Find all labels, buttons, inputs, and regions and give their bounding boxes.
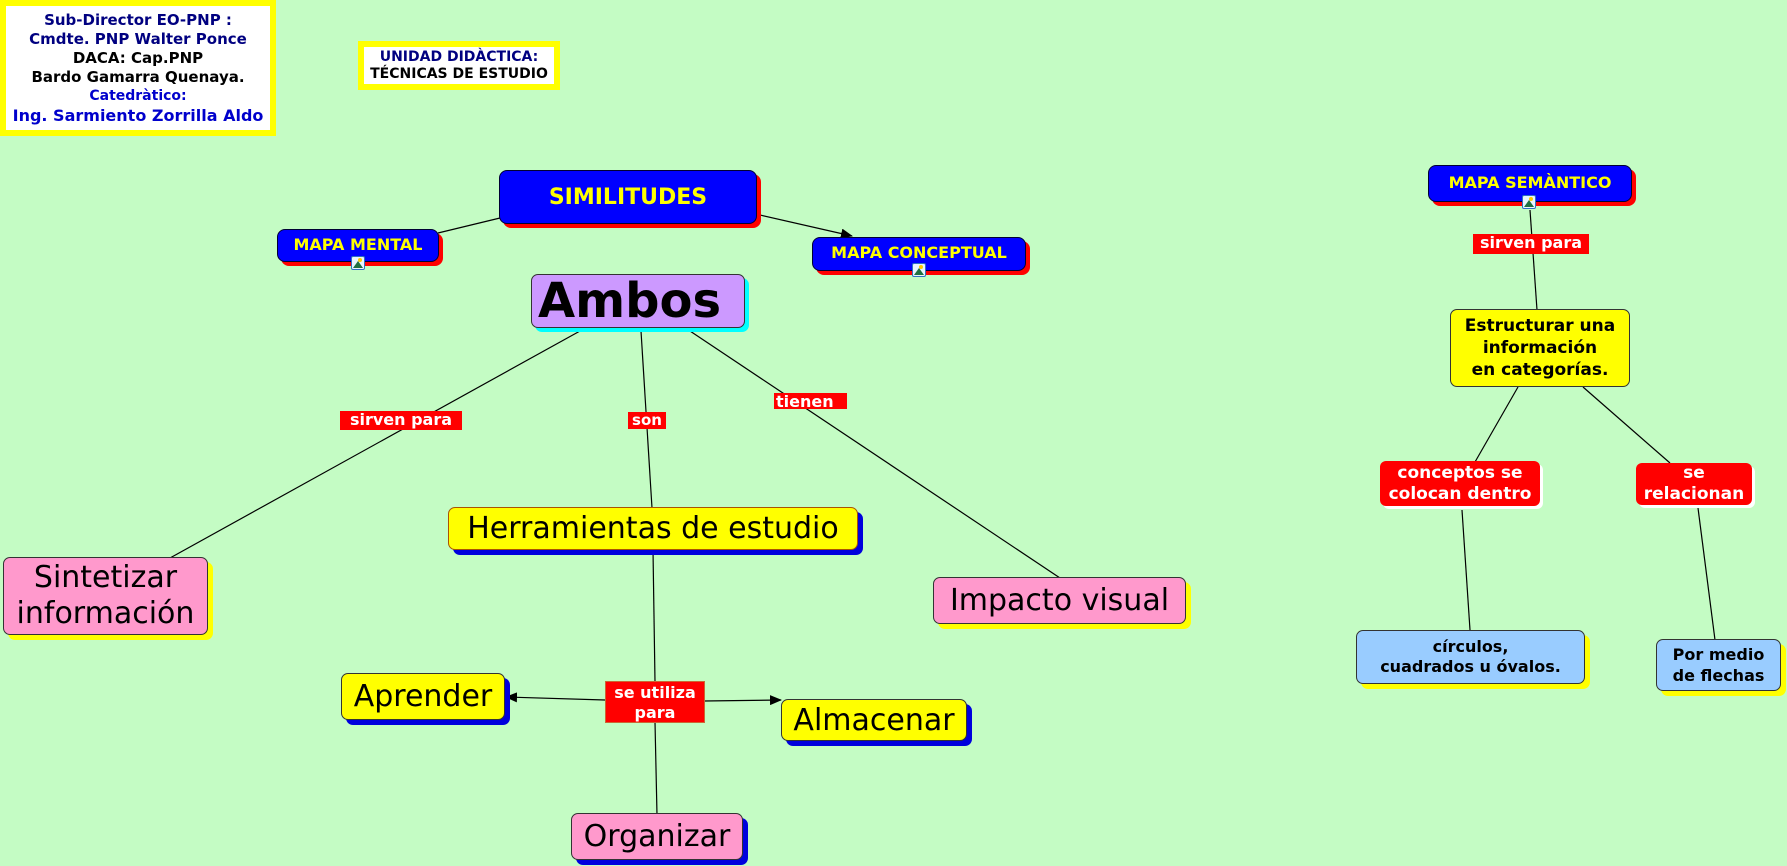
node-almacenar-label: Almacenar <box>793 702 955 738</box>
node-organizar-label: Organizar <box>583 819 731 854</box>
node-organizar[interactable]: Organizar <box>571 813 743 860</box>
node-estructurar[interactable]: Estructurar una información en categoría… <box>1450 309 1630 387</box>
node-aprender[interactable]: Aprender <box>341 673 505 720</box>
node-mapa-conceptual-label: MAPA CONCEPTUAL <box>831 243 1007 262</box>
node-estructurar-line3: en categorías. <box>1471 360 1609 380</box>
node-mapa-mental[interactable]: MAPA MENTAL <box>277 229 439 262</box>
node-similitudes[interactable]: SIMILITUDES <box>499 170 757 224</box>
node-mapa-semantico-label: MAPA SEMÀNTICO <box>1448 173 1612 192</box>
node-estructurar-line2: información <box>1482 338 1598 358</box>
image-resource-icon[interactable] <box>351 256 365 270</box>
node-impacto-label: Impacto visual <box>949 583 1170 618</box>
link-tienen-label: tienen <box>776 392 834 411</box>
link-se-utiliza-line1: se utiliza <box>614 683 696 702</box>
link-sirven-para-label: sirven para <box>349 410 453 429</box>
credits-line-daca: DACA: Cap.PNP <box>72 49 204 67</box>
credits-line-catedratico-name: Ing. Sarmiento Zorrilla Aldo <box>12 106 264 125</box>
node-aprender-label: Aprender <box>353 679 493 714</box>
node-flechas-line1: Por medio <box>1672 645 1765 664</box>
image-resource-icon[interactable] <box>912 263 926 277</box>
link-se-relacionan-line2: relacionan <box>1643 484 1745 504</box>
node-herramientas-de-estudio[interactable]: Herramientas de estudio <box>448 507 858 550</box>
link-conceptos-line1: conceptos se <box>1397 462 1523 483</box>
link-son: son <box>628 412 666 429</box>
node-por-medio-de-flechas[interactable]: Por medio de flechas <box>1656 639 1781 691</box>
credits-line-bardo: Bardo Gamarra Quenaya. <box>31 68 245 86</box>
link-conceptos-line2: colocan dentro <box>1388 483 1532 504</box>
unit-box: UNIDAD DIDÀCTICA: TÉCNICAS DE ESTUDIO <box>358 41 560 90</box>
node-impacto-visual[interactable]: Impacto visual <box>933 577 1186 624</box>
node-similitudes-label: SIMILITUDES <box>548 184 708 210</box>
unit-label: UNIDAD DIDÀCTICA: <box>379 48 539 65</box>
node-flechas-line2: de flechas <box>1672 666 1765 685</box>
node-circulos[interactable]: círculos, cuadrados u óvalos. <box>1356 630 1585 684</box>
credits-line-cmdte: Cmdte. PNP Walter Ponce <box>29 30 247 48</box>
node-mapa-semantico[interactable]: MAPA SEMÀNTICO <box>1428 165 1632 202</box>
node-circulos-line1: círculos, <box>1432 637 1509 656</box>
image-resource-icon[interactable] <box>1522 195 1536 209</box>
link-se-utiliza-para: se utiliza para <box>605 681 705 723</box>
unit-title: TÉCNICAS DE ESTUDIO <box>370 65 548 82</box>
link-tienen: tienen <box>774 392 847 411</box>
link-sirven-para-semantico-label: sirven para <box>1479 233 1583 252</box>
node-circulos-line2: cuadrados u óvalos. <box>1380 657 1561 676</box>
credits-line-catedratico-label: Catedràtico: <box>89 88 187 104</box>
link-sirven-para: sirven para <box>340 411 462 430</box>
node-herramientas-label: Herramientas de estudio <box>467 511 839 546</box>
credits-line-subdirector: Sub-Director EO-PNP : <box>44 11 232 29</box>
link-son-label: son <box>632 411 662 429</box>
node-estructurar-line1: Estructurar una <box>1464 316 1616 336</box>
node-sintetizar-line1: Sintetizar <box>33 560 178 595</box>
node-sintetizar-line2: información <box>16 596 195 631</box>
link-conceptos-se-colocan-dentro: conceptos se colocan dentro <box>1380 461 1540 506</box>
node-almacenar[interactable]: Almacenar <box>781 699 967 741</box>
link-se-relacionan: se relacionan <box>1636 463 1752 505</box>
credits-box: Sub-Director EO-PNP : Cmdte. PNP Walter … <box>0 0 276 136</box>
node-ambos-label: Ambos <box>538 273 722 329</box>
node-mapa-mental-label: MAPA MENTAL <box>293 235 423 254</box>
node-ambos[interactable]: Ambos <box>531 273 745 329</box>
link-se-relacionan-line1: se <box>1683 463 1705 483</box>
node-sintetizar-informacion[interactable]: Sintetizar información <box>3 557 208 635</box>
link-se-utiliza-line2: para <box>634 703 676 722</box>
link-sirven-para-semantico: sirven para <box>1473 234 1589 254</box>
